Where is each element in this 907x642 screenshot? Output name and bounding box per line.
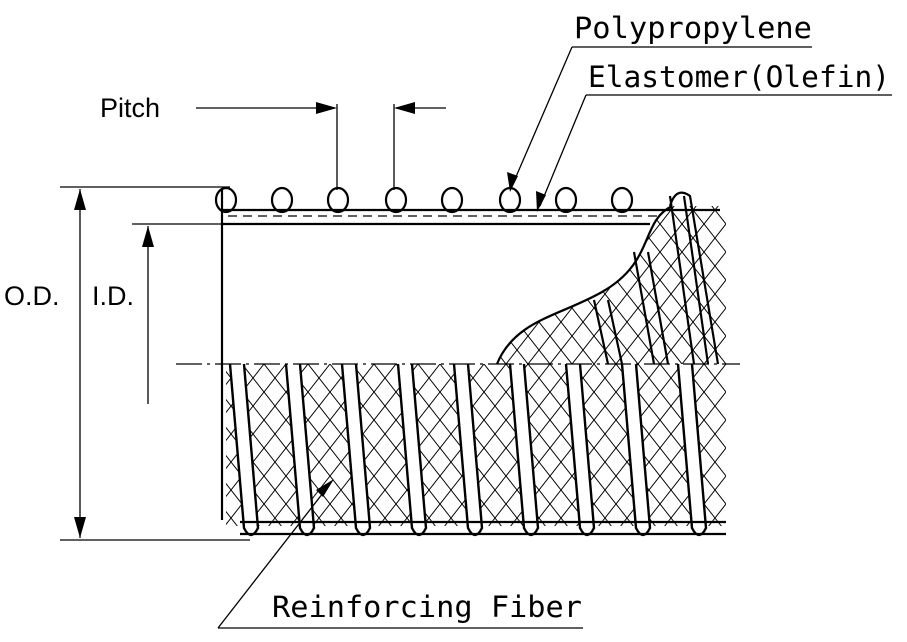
pitch-arrow-right: [394, 102, 415, 114]
exposed-helical-rib: [632, 251, 670, 365]
elastomer-arrow: [536, 191, 546, 212]
od-arrow-bottom: [74, 517, 86, 538]
polypropylene-leader: [511, 46, 573, 187]
elastomer-leader: [539, 94, 587, 207]
polypropylene-beads: [214, 186, 634, 214]
polypropylene-bead: [610, 186, 634, 214]
od-label: O.D.: [4, 281, 60, 311]
pitch-label: Pitch: [100, 93, 160, 123]
reinforcing-fiber-leader: [217, 483, 331, 629]
id-label: I.D.: [92, 281, 134, 311]
reinforcing-fiber-label: Reinforcing Fiber: [272, 590, 582, 624]
exposed-helical-rib: [668, 195, 710, 365]
polypropylene-bead: [326, 186, 350, 214]
polypropylene-label: Polypropylene: [574, 11, 812, 45]
polypropylene-bead: [384, 186, 408, 214]
polypropylene-bead: [214, 186, 238, 214]
polypropylene-arrow: [507, 172, 518, 192]
polypropylene-bead: [270, 186, 294, 214]
cutaway-edge: [495, 205, 673, 365]
id-arrow-top: [142, 226, 154, 247]
elastomer-label: Elastomer(Olefin): [588, 60, 890, 94]
pitch-arrow-left: [316, 102, 337, 114]
rib-end-cap: [668, 191, 720, 365]
od-arrow-top: [74, 189, 86, 210]
reinforcing-fiber-arrow: [316, 479, 334, 497]
cutaway-fiber-region: [497, 206, 726, 364]
polypropylene-bead: [440, 186, 464, 214]
polypropylene-bead: [554, 186, 578, 214]
exposed-helical-rib: [592, 299, 624, 365]
helical-ribs: [228, 191, 720, 537]
